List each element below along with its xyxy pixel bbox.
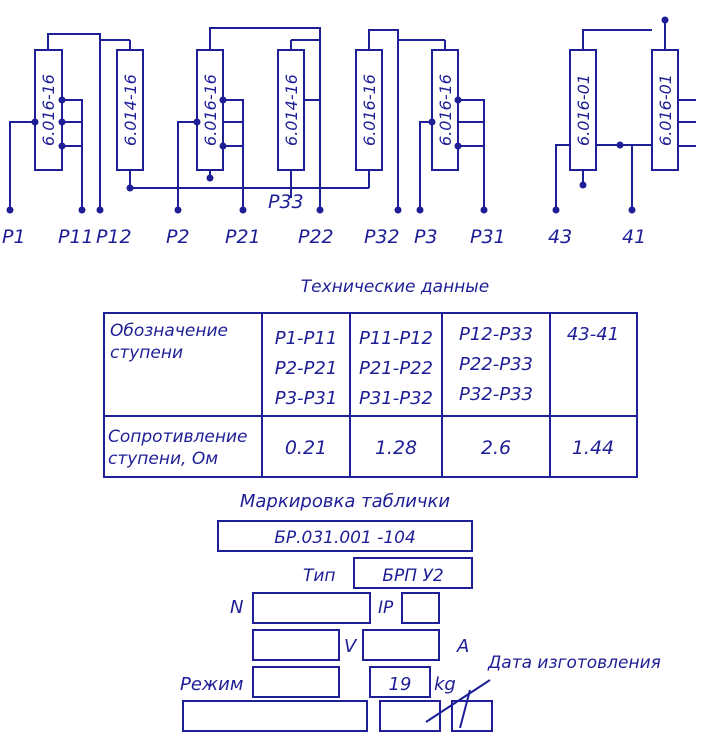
- stage-cell: P22-P33: [459, 354, 533, 375]
- plate-year: 19: [389, 674, 412, 695]
- terminal-p2: P2: [166, 226, 190, 248]
- row-header-resistance-line2: ступени, Ом: [108, 449, 218, 469]
- resistor-2: [116, 49, 144, 171]
- stage-cell: P11-P12: [359, 328, 433, 349]
- terminal-p12: P12: [96, 226, 132, 248]
- plate-code-box: [217, 520, 473, 552]
- stage-cell: P2-P21: [275, 358, 338, 379]
- resistor-label: 6.016-16: [360, 74, 379, 146]
- tech-data-headers: Обозначение ступени Сопротивление ступен…: [108, 321, 248, 469]
- terminal-43: 43: [548, 226, 572, 248]
- nameplate: БР.031.001 -104 Тип БРП У2 N IP V A Режи…: [180, 520, 661, 732]
- terminal-labels: P1 P11 P12 P2 P21 P33 P22 P32 P3 P31 43 …: [2, 191, 646, 248]
- stage-cell: P12-P33: [459, 324, 533, 345]
- tech-data-table: [103, 312, 638, 478]
- resistor-4: [277, 49, 305, 171]
- terminal-p3: P3: [414, 226, 438, 248]
- plate-month-box: [379, 700, 441, 732]
- circuit-wires: [9, 20, 696, 210]
- stage-cell: P31-P32: [359, 388, 433, 409]
- resistor-6: [431, 49, 459, 171]
- terminal-p32: P32: [364, 226, 400, 248]
- stage-cell: P32-P33: [459, 384, 533, 405]
- stage-cell: P3-P31: [275, 388, 338, 409]
- terminal-41: 41: [622, 226, 646, 248]
- plate-mode-label: Режим: [180, 674, 243, 695]
- resistor-label: 6.014-16: [282, 74, 301, 146]
- stage-cell: P1-P11: [275, 328, 338, 349]
- plate-n-box: [252, 592, 371, 624]
- tech-data-stages: P1-P11 P2-P21 P3-P31 P11-P12 P21-P22 P31…: [275, 324, 619, 409]
- terminal-p11: P11: [58, 226, 94, 248]
- resistance-cell: 1.44: [572, 437, 614, 459]
- stage-cell: 43-41: [567, 324, 619, 345]
- date-leader-line-2: [459, 689, 471, 729]
- plate-year-box: [369, 666, 431, 698]
- plate-type-value: БРП У2: [382, 566, 443, 586]
- row-header-stage-line2: ступени: [110, 343, 183, 363]
- resistor-label: 6.016-01: [656, 74, 675, 146]
- plate-a-label: A: [456, 636, 469, 657]
- resistor-1: [34, 49, 63, 171]
- plate-serial-box: [182, 700, 368, 732]
- plate-v-box: [252, 629, 340, 661]
- terminal-p33: P33: [268, 191, 304, 213]
- resistor-bodies: [34, 49, 679, 171]
- row-header-stage-line1: Обозначение: [110, 321, 228, 341]
- resistance-cell: 2.6: [481, 437, 511, 459]
- resistance-cell: 1.28: [375, 437, 417, 459]
- terminal-p31: P31: [470, 226, 506, 248]
- tech-data-title: Технические данные: [301, 277, 489, 297]
- resistor-label: 6.016-01: [574, 74, 593, 146]
- plate-type-label: Тип: [303, 566, 336, 586]
- junction-dots: [6, 16, 669, 214]
- plate-code: БР.031.001 -104: [274, 528, 416, 548]
- resistor-8: [651, 49, 679, 171]
- resistor-5: [355, 49, 383, 171]
- tech-data-resistance: 0.21 1.28 2.6 1.44: [285, 437, 614, 459]
- terminal-p1: P1: [2, 226, 26, 248]
- plate-mode-box: [252, 666, 340, 698]
- plate-date-label: Дата изготовления: [487, 653, 661, 673]
- plate-v-label: V: [344, 636, 358, 657]
- resistor-3: [196, 49, 224, 171]
- stage-cell: P21-P22: [359, 358, 433, 379]
- row-header-resistance-line1: Сопротивление: [108, 427, 248, 447]
- resistor-7: [569, 49, 597, 171]
- terminal-p22: P22: [298, 226, 334, 248]
- resistor-label: 6.016-16: [436, 74, 455, 146]
- resistance-cell: 0.21: [285, 437, 327, 459]
- resistor-labels: 6.016-16 6.014-16 6.016-16 6.014-16 6.01…: [39, 74, 675, 146]
- plate-kg-label: kg: [434, 674, 456, 695]
- plate-date-box: [451, 700, 493, 732]
- resistor-label: 6.014-16: [121, 74, 140, 146]
- plate-ip-label: IP: [378, 598, 394, 618]
- plate-ip-box: [401, 592, 440, 624]
- resistor-label: 6.016-16: [39, 74, 58, 146]
- terminal-p21: P21: [225, 226, 261, 248]
- resistor-label: 6.016-16: [201, 74, 220, 146]
- plate-a-box: [362, 629, 440, 661]
- plate-title: Маркировка таблички: [240, 491, 451, 512]
- date-leader-line: [425, 679, 491, 723]
- plate-type-box: [353, 557, 473, 589]
- plate-n-label: N: [230, 597, 243, 618]
